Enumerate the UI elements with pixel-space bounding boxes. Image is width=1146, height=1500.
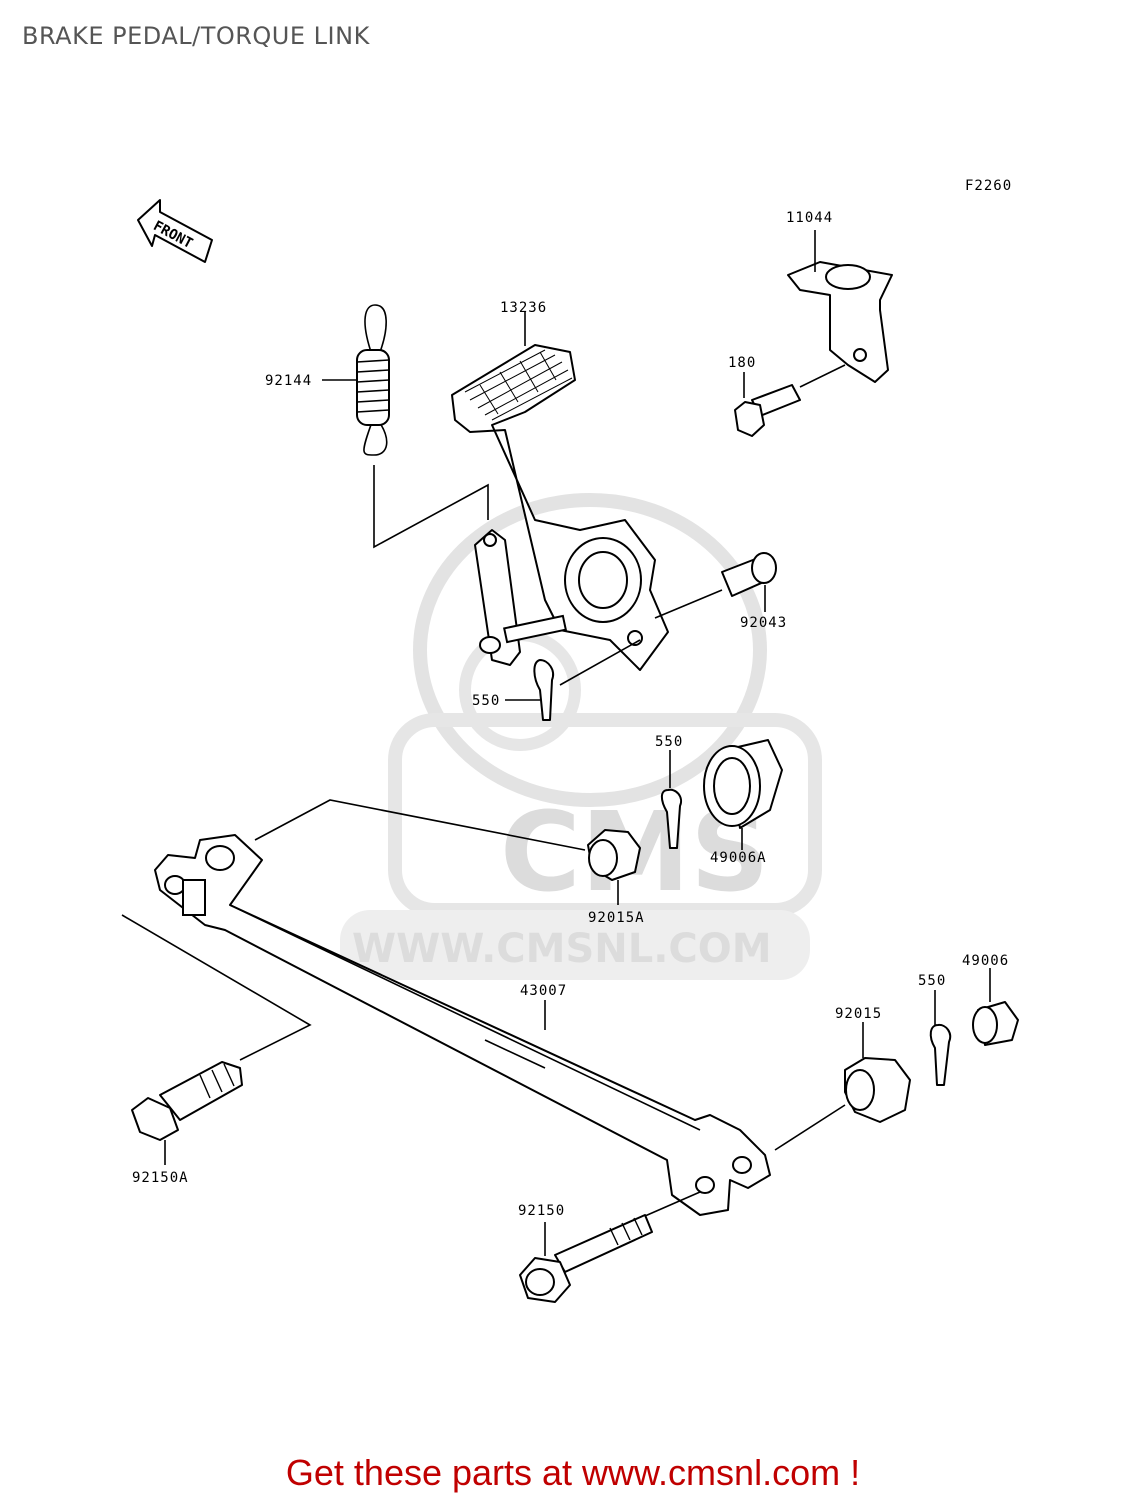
watermark-url: WWW.CMSNL.COM <box>352 926 772 972</box>
part-13236-brake-pedal <box>451 312 669 671</box>
label-92015: 92015 <box>835 1006 882 1022</box>
part-49006-bushing <box>972 968 1019 1046</box>
front-arrow-icon: FRONT <box>137 199 213 263</box>
label-49006A: 49006A <box>710 850 767 866</box>
part-92150-bolt <box>519 1191 701 1303</box>
part-11044-bracket <box>787 230 893 383</box>
label-92043: 92043 <box>740 615 787 631</box>
figure-code: F2260 <box>965 178 1012 194</box>
footer-link[interactable]: Get these parts at www.cmsnl.com ! <box>285 1452 861 1493</box>
label-550-middle: 550 <box>655 734 683 750</box>
part-92015-nut <box>774 1022 911 1151</box>
part-92144-spring <box>322 304 489 549</box>
label-11044: 11044 <box>786 210 833 226</box>
part-43007-torque-link <box>154 834 771 1216</box>
page-title: BRAKE PEDAL/TORQUE LINK <box>22 22 370 50</box>
part-92043-pin <box>654 552 777 619</box>
part-92150A-bolt <box>121 914 312 1165</box>
part-550-cotter-pin-middle <box>660 750 682 849</box>
label-550-right: 550 <box>918 973 946 989</box>
part-92015A-nut <box>254 799 641 905</box>
label-43007: 43007 <box>520 983 567 999</box>
label-92015A: 92015A <box>588 910 645 926</box>
part-550-cotter-pin-upper <box>505 639 641 721</box>
part-49006A-bushing <box>703 739 783 850</box>
label-180: 180 <box>728 355 756 371</box>
part-180-bolt <box>734 364 846 437</box>
label-92150: 92150 <box>518 1203 565 1219</box>
label-49006: 49006 <box>962 953 1009 969</box>
label-92150A: 92150A <box>132 1170 189 1186</box>
label-13236: 13236 <box>500 300 547 316</box>
label-92144: 92144 <box>265 373 312 389</box>
label-550-upper: 550 <box>472 693 500 709</box>
part-550-cotter-pin-right <box>929 990 952 1086</box>
